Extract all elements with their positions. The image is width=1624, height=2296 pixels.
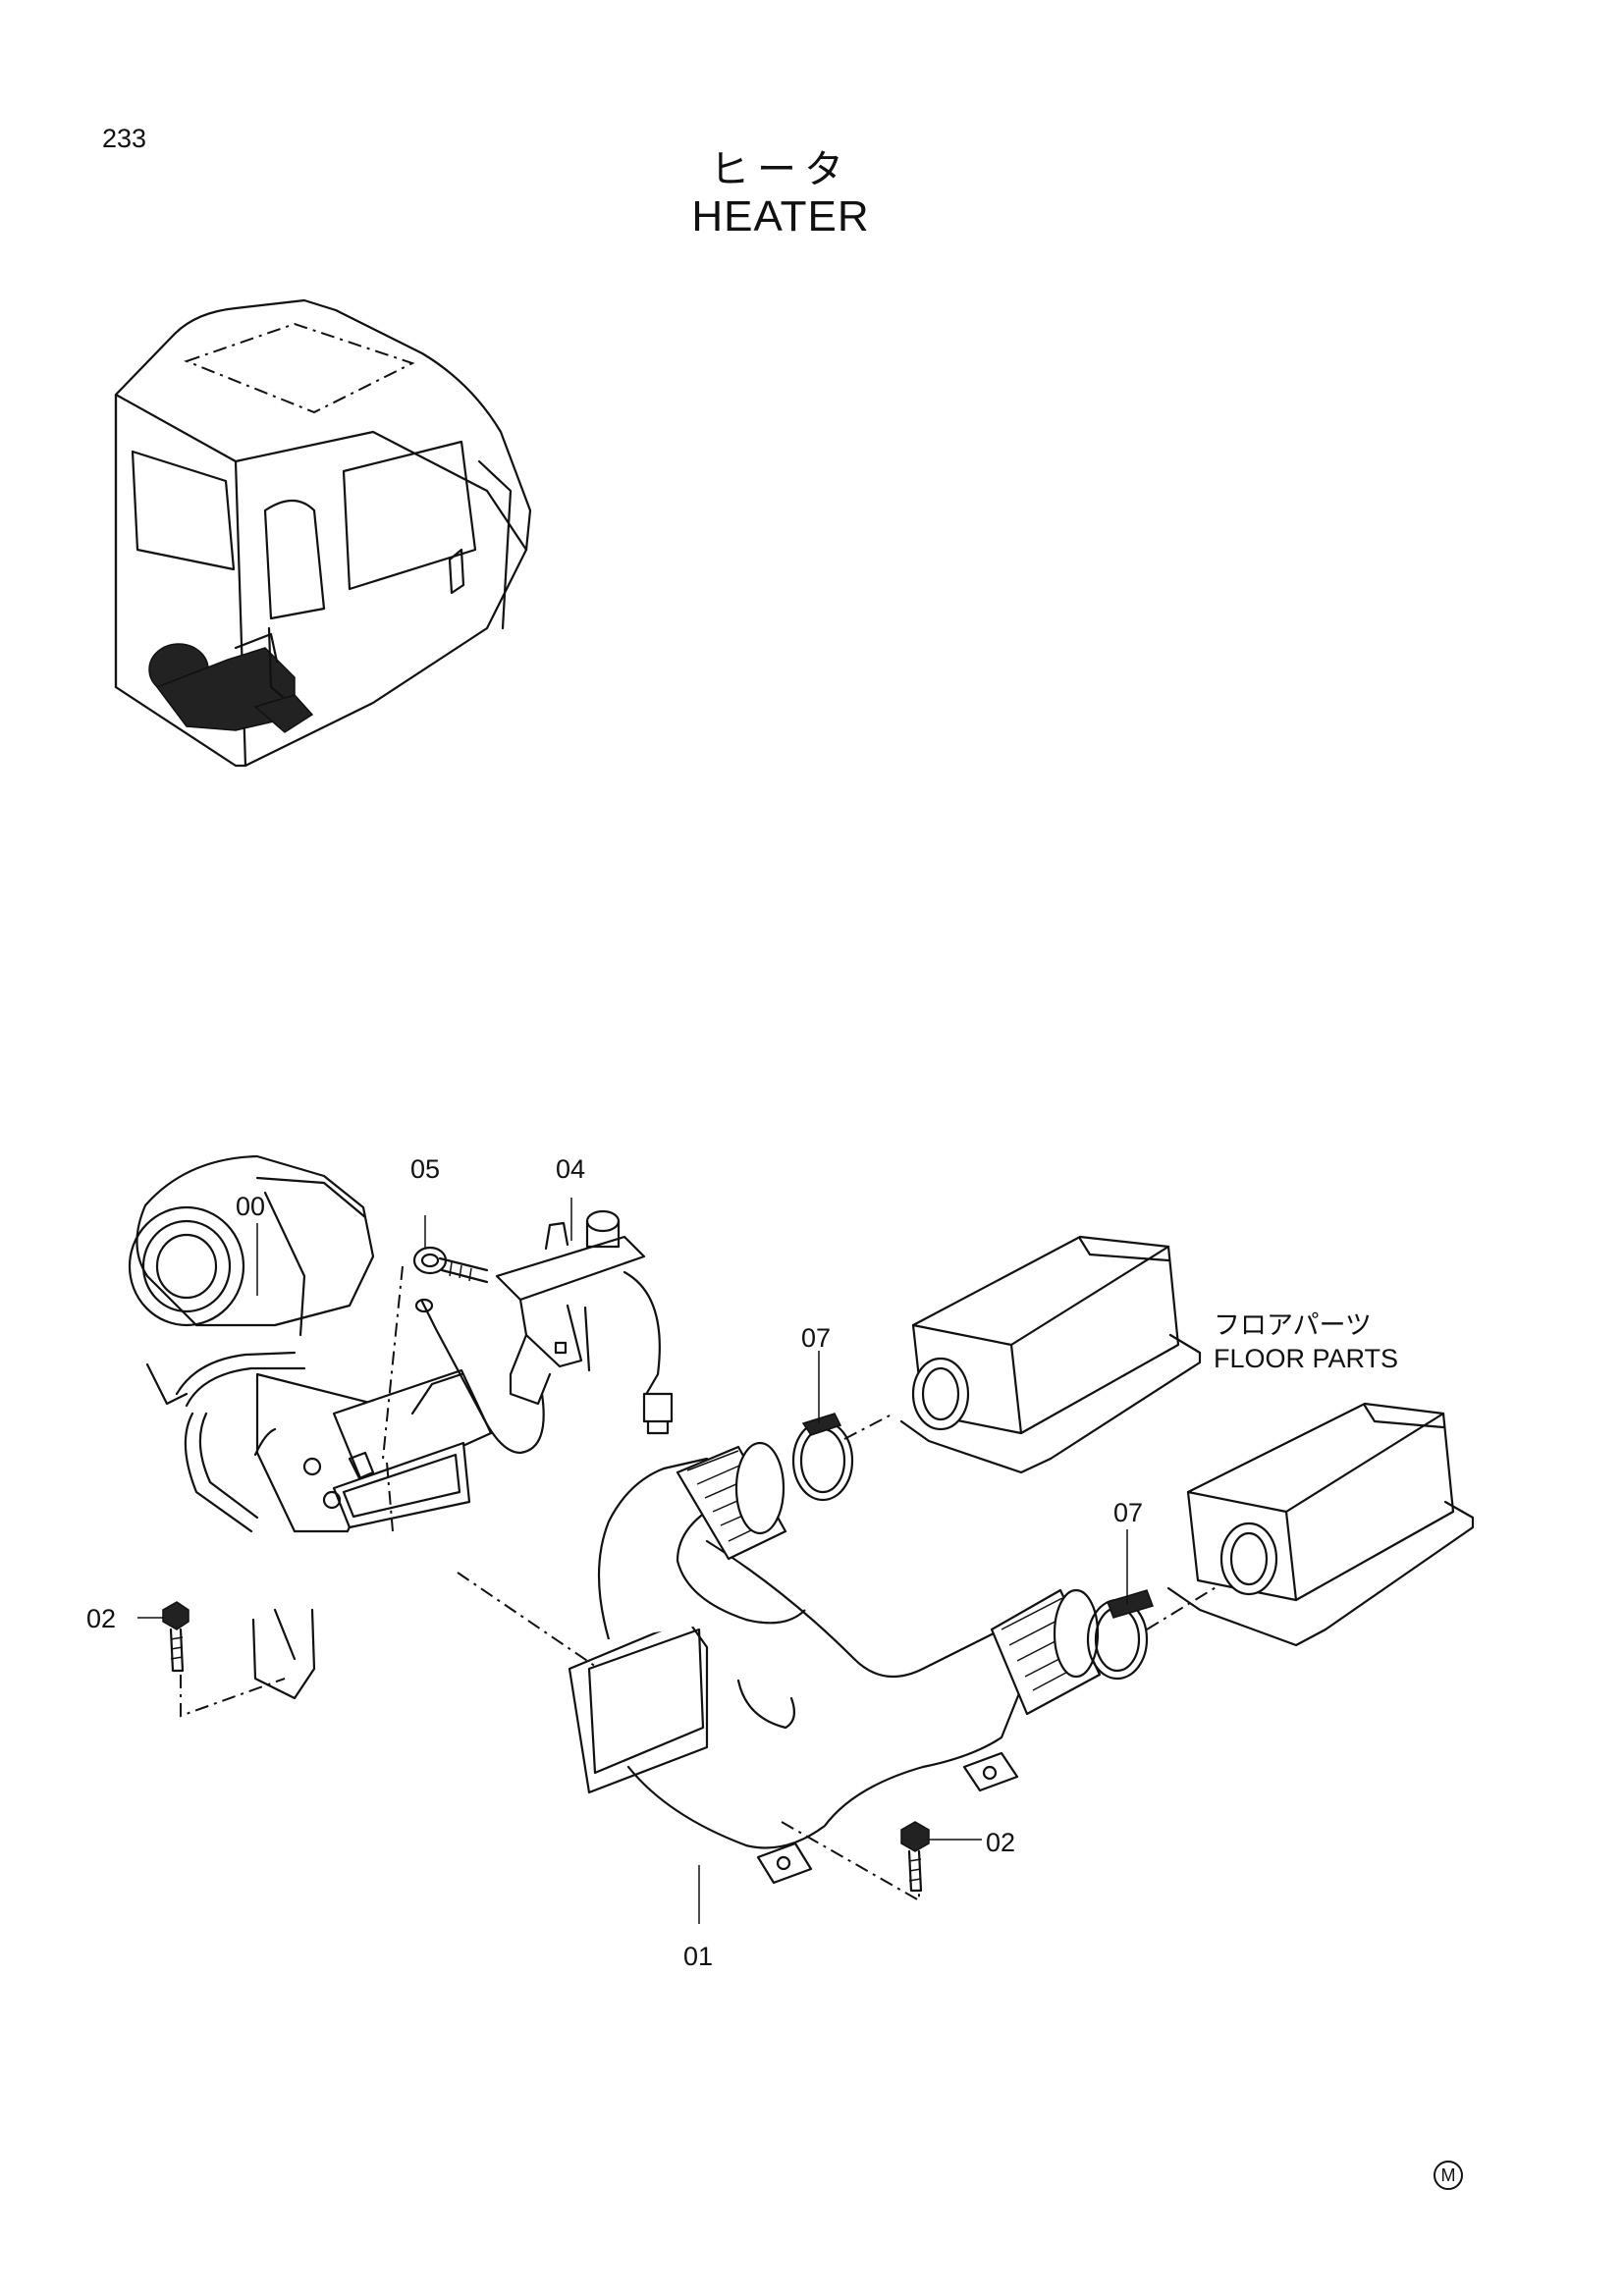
- floor-part-box-lower: [1166, 1402, 1475, 1647]
- cab-overview-illustration: [114, 298, 532, 768]
- callout-01: 01: [683, 1942, 714, 1971]
- floor-part-box-upper: [899, 1235, 1202, 1474]
- hose-clamp-07-lower: [1086, 1589, 1154, 1681]
- callout-00: 00: [236, 1192, 266, 1221]
- hose-clamp-07-upper: [791, 1413, 854, 1502]
- callout-07-lower: 07: [1113, 1498, 1144, 1527]
- leader-lines: [137, 1198, 1218, 1924]
- callout-05: 05: [410, 1154, 441, 1184]
- callout-02-right: 02: [986, 1828, 1016, 1857]
- page-number: 233: [102, 124, 147, 153]
- callout-02-left: 02: [86, 1604, 117, 1633]
- floor-parts-label: FLOOR PARTS: [1214, 1344, 1399, 1373]
- bolt-02-right: [900, 1821, 930, 1893]
- page-title: HEATER: [691, 192, 870, 240]
- callout-07-upper: 07: [801, 1323, 832, 1353]
- duct-01: [568, 1441, 1102, 1885]
- heater-unit-in-cab: [148, 626, 314, 733]
- control-lever-04: [414, 1209, 674, 1455]
- page-title-japanese: ヒータ: [710, 148, 851, 191]
- bolt-05: [412, 1246, 489, 1284]
- manufacturer-mark: M: [1434, 2161, 1463, 2190]
- floor-parts-label-japanese: フロアパーツ: [1214, 1310, 1372, 1340]
- heater-unit-00: [128, 1154, 493, 1700]
- callout-04: 04: [556, 1154, 586, 1184]
- bolt-02-left: [162, 1601, 189, 1673]
